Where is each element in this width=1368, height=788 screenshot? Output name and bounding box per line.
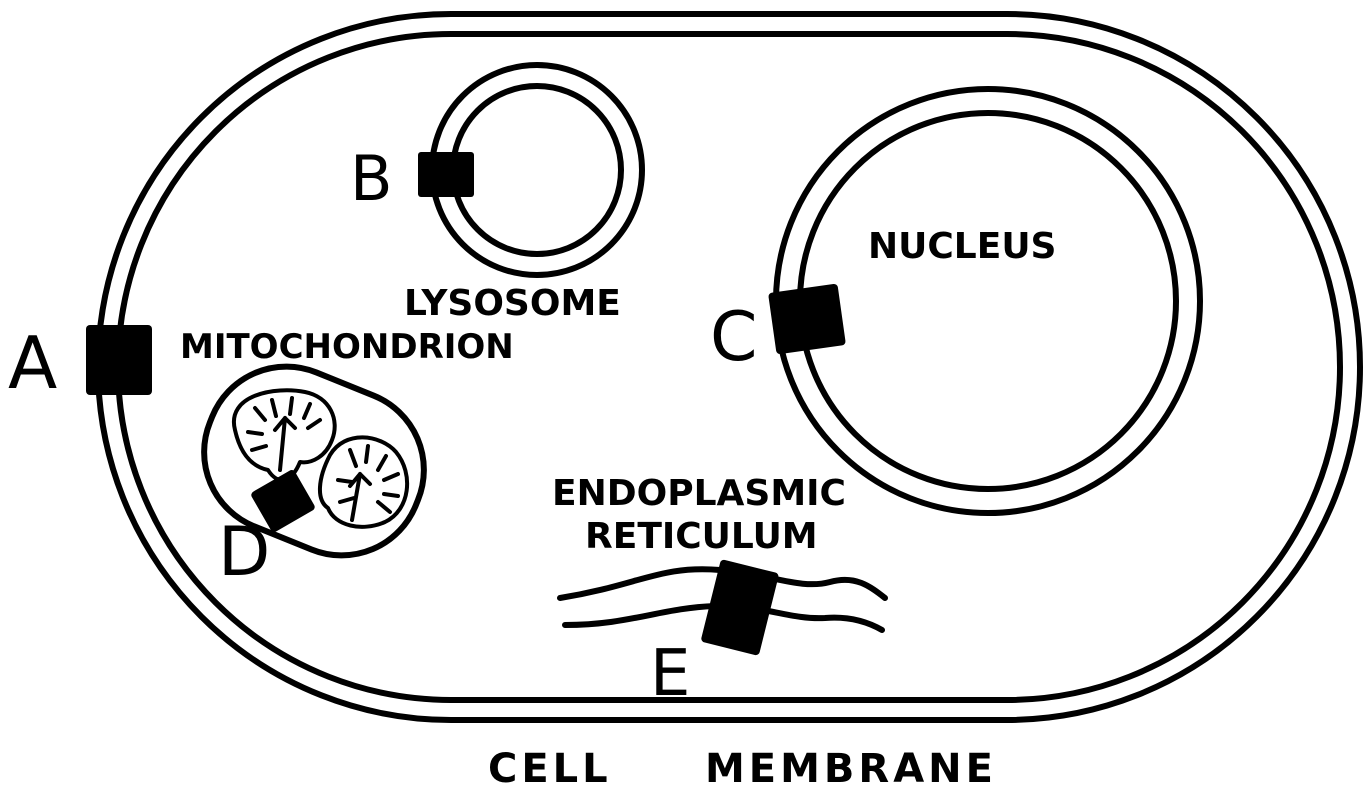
label-mitochondrion: MITOCHONDRION bbox=[180, 327, 514, 367]
marker-letter-c: C bbox=[710, 298, 757, 377]
label-nucleus: NUCLEUS bbox=[868, 226, 1056, 267]
mitochondrion-inner-right bbox=[320, 437, 407, 526]
label-lysosome: LYSOSOME bbox=[404, 283, 621, 324]
label-er-line2: RETICULUM bbox=[585, 516, 818, 557]
marker-block-a bbox=[86, 325, 152, 395]
marker-letter-e: E bbox=[650, 637, 690, 711]
label-er-line1: ENDOPLASMIC bbox=[552, 473, 846, 514]
marker-block-c bbox=[768, 283, 846, 354]
label-cell: CELL bbox=[488, 746, 612, 788]
lysosome-inner-ring bbox=[453, 86, 621, 254]
marker-block-e bbox=[700, 559, 779, 656]
marker-letter-d: D bbox=[218, 513, 270, 592]
marker-letter-a: A bbox=[8, 321, 57, 405]
nucleus-inner-ring bbox=[800, 113, 1176, 489]
marker-block-b bbox=[418, 152, 474, 197]
marker-letter-b: B bbox=[350, 142, 393, 215]
label-membrane: MEMBRANE bbox=[705, 746, 997, 788]
